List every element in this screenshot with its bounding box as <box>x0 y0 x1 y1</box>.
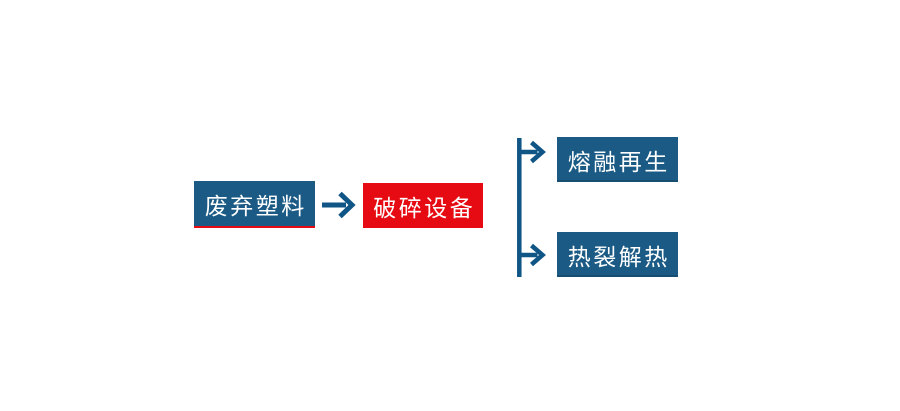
node-crushing-equipment-label: 破碎设备 <box>373 194 476 221</box>
node-pyrolysis-heat: 热裂解热 <box>557 232 678 277</box>
node-waste-plastic: 废弃塑料 <box>194 181 315 228</box>
flow-arrow-icon <box>322 191 356 219</box>
node-pyrolysis-heat-label: 热裂解热 <box>567 243 670 270</box>
branch-arrow-top-icon <box>519 140 546 164</box>
node-melt-regeneration: 熔融再生 <box>557 137 678 182</box>
node-crushing-equipment: 破碎设备 <box>363 183 483 228</box>
branch-arrow-bottom-icon <box>519 243 546 267</box>
node-waste-plastic-label: 废弃塑料 <box>204 192 307 219</box>
node-melt-regeneration-label: 熔融再生 <box>567 148 670 175</box>
